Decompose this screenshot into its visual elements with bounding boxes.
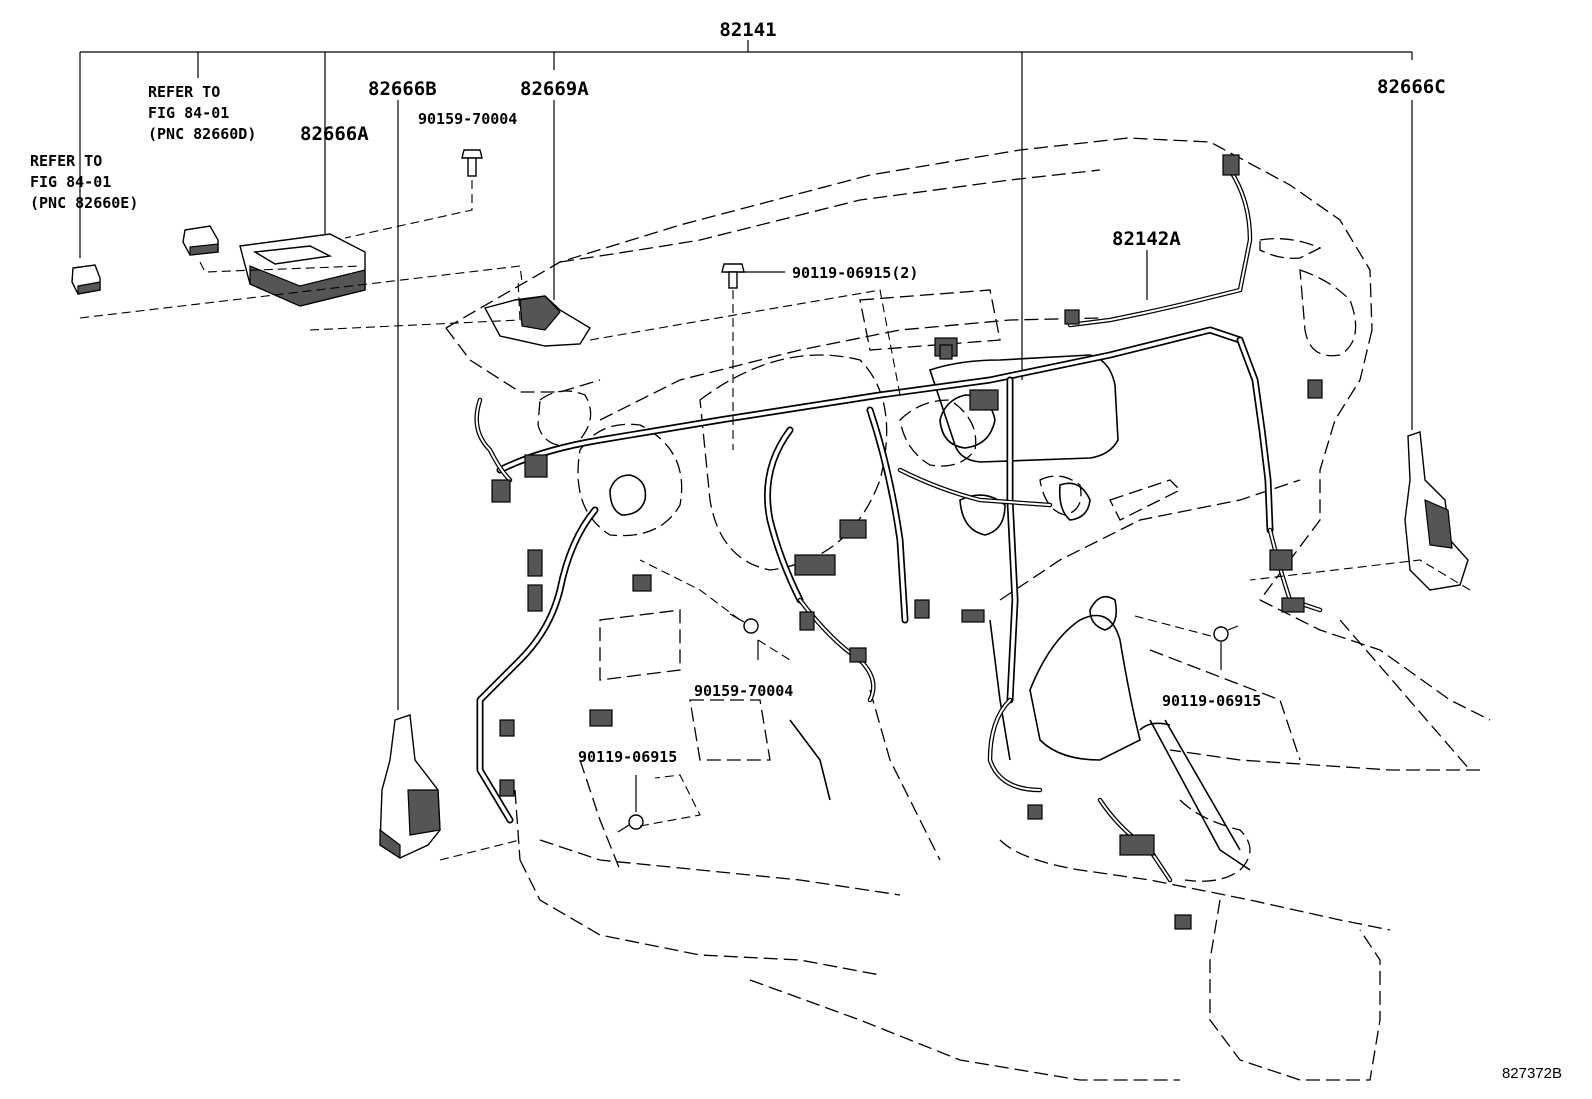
part-label-82666a: 82666A [300, 123, 369, 145]
refer-d-line3: (PNC 82660D) [148, 125, 256, 143]
part-label-82142a: 82142A [1112, 228, 1181, 250]
connector-82660e [71, 264, 101, 295]
vehicle-body-outline [445, 137, 1491, 1081]
harness-leader-bracket [79, 40, 1413, 812]
dashed-leaders [79, 180, 1471, 861]
bolt-icon-top [461, 149, 483, 177]
refer-note-82660d: REFER TO FIG 84-01 (PNC 82660D) [148, 83, 256, 143]
part-label-82141: 82141 [719, 19, 776, 41]
refer-e-line3: (PNC 82660E) [30, 194, 138, 212]
part-label-82666b: 82666B [368, 78, 437, 100]
refer-e-line1: REFER TO [30, 152, 102, 170]
refer-e-line2: FIG 84-01 [30, 173, 111, 191]
dashboard-detail [609, 354, 1251, 871]
relay-block-82666c [1404, 431, 1469, 591]
part-label-82669a: 82669A [520, 78, 589, 100]
bolt-icon-lower-center [729, 613, 759, 634]
mounting-bracket-82669a [483, 295, 591, 347]
refer-d-line1: REFER TO [148, 83, 220, 101]
part-label-82666c: 82666C [1377, 76, 1446, 98]
bolt-icon-right [1213, 625, 1239, 642]
refer-note-82660e: REFER TO FIG 84-01 (PNC 82660E) [30, 152, 138, 212]
bolt-label-top: 90159-70004 [418, 110, 517, 128]
figure-number: 827372B [1502, 1065, 1562, 1082]
bolt-icon-lower-left [617, 814, 644, 833]
bolt-icon-dash [721, 263, 745, 289]
refer-d-line2: FIG 84-01 [148, 104, 229, 122]
bolt-label-lower-center: 90159-70004 [694, 682, 793, 700]
connector-82660d [182, 225, 219, 256]
relay-block-82666b [379, 714, 441, 860]
harness-connectors [491, 154, 1323, 930]
bolt-icons [461, 149, 1239, 833]
bolt-label-dash: 90119-06915(2) [792, 264, 918, 282]
bolt-label-lower-left: 90119-06915 [578, 748, 677, 766]
bolt-label-right: 90119-06915 [1162, 692, 1261, 710]
